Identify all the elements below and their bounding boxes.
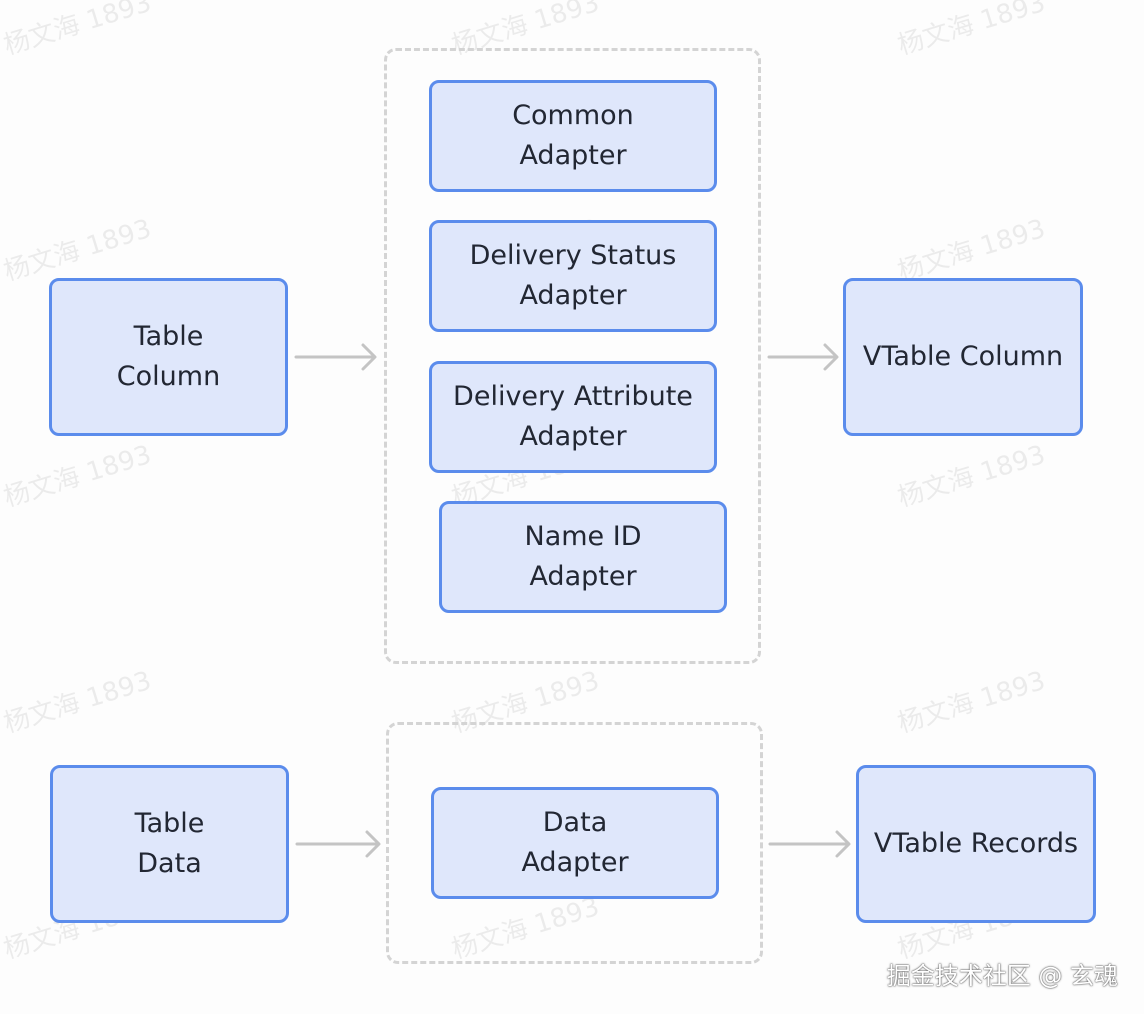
delivery-status-adapter-line2: Adapter — [519, 280, 627, 311]
data-adapter-line1: Data — [542, 807, 608, 838]
table-data-line2: Data — [137, 848, 202, 879]
data-adapter-line2: Adapter — [521, 847, 629, 878]
common-adapter-node: Common Adapter — [429, 80, 717, 192]
arrow-adapters-to-vtable-column — [767, 343, 839, 371]
source-credit: 掘金技术社区 @ 玄魂 — [886, 962, 1118, 990]
table-data-line1: Table — [134, 808, 205, 839]
common-adapter-line1: Common — [512, 100, 634, 131]
column-adapters-group — [384, 48, 761, 664]
table-data-node: Table Data — [50, 765, 289, 923]
vtable-records-node: VTable Records — [856, 765, 1096, 923]
delivery-status-adapter-line1: Delivery Status — [469, 240, 677, 271]
name-id-adapter-node: Name ID Adapter — [439, 501, 727, 613]
arrow-table-column-to-adapters — [294, 343, 377, 371]
name-id-adapter-line1: Name ID — [524, 521, 642, 552]
delivery-status-adapter-node: Delivery Status Adapter — [429, 220, 717, 332]
vtable-records-label: VTable Records — [873, 828, 1079, 859]
delivery-attribute-adapter-line1: Delivery Attribute — [453, 381, 693, 412]
common-adapter-line2: Adapter — [519, 140, 627, 171]
data-adapters-group — [386, 722, 763, 964]
delivery-attribute-adapter-node: Delivery Attribute Adapter — [429, 361, 717, 473]
arrow-data-adapter-to-vtable-records — [768, 830, 851, 858]
delivery-attribute-adapter-line2: Adapter — [519, 421, 627, 452]
table-column-node: Table Column — [49, 278, 288, 436]
data-adapter-node: Data Adapter — [431, 787, 719, 899]
vtable-column-label: VTable Column — [862, 341, 1064, 372]
arrow-table-data-to-data-adapter — [295, 830, 381, 858]
table-column-line2: Column — [116, 361, 221, 392]
name-id-adapter-line2: Adapter — [529, 561, 637, 592]
vtable-column-node: VTable Column — [843, 278, 1083, 436]
table-column-line1: Table — [133, 321, 204, 352]
